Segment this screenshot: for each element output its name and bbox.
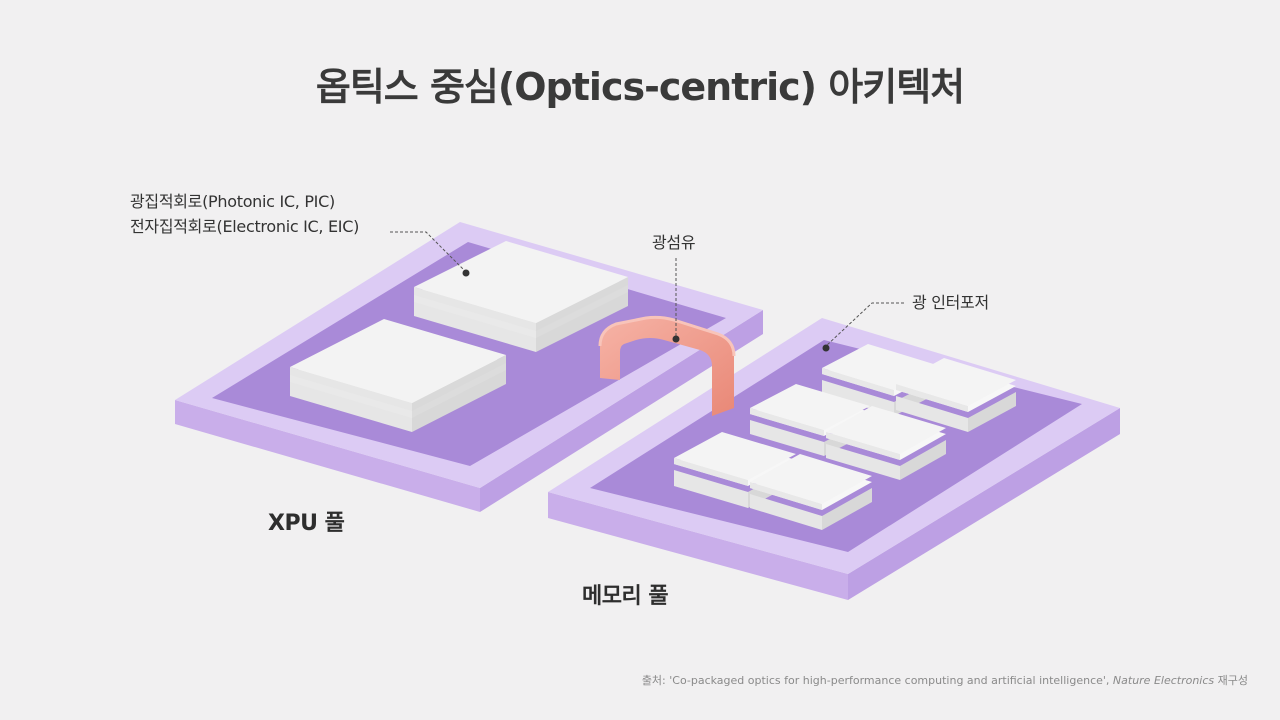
memory-board-right-side: [848, 408, 1120, 600]
memory-pool-board: [548, 318, 1120, 600]
xpu-board-right-side: [480, 310, 763, 512]
memory-chip: [826, 406, 946, 480]
pic-label: 광집적회로(Photonic IC, PIC): [130, 192, 335, 211]
memory-chip: [896, 358, 1016, 432]
eic-label: 전자집적회로(Electronic IC, EIC): [130, 217, 360, 236]
source-prefix: 출처: 'Co-packaged optics for high-perform…: [641, 674, 1113, 687]
xpu-pool-board: [175, 222, 763, 512]
leader-lines: [390, 231, 904, 352]
memory-chip: [674, 432, 796, 508]
memory-pool-label: 메모리 풀: [582, 584, 669, 609]
pic-eic-leader-dot: [462, 269, 470, 277]
fiber-leader-dot: [672, 335, 680, 343]
interposer-leader-line: [825, 302, 904, 347]
pic-eic-leader-line: [390, 231, 467, 273]
interposer-leader-dot: [822, 344, 830, 352]
source-suffix: 재구성: [1214, 674, 1248, 687]
page-title: 옵틱스 중심(Optics-centric) 아키텍처: [315, 65, 965, 109]
fiber-label: 광섬유: [652, 233, 696, 252]
memory-board-front-side: [548, 492, 848, 600]
interposer-label: 광 인터포저: [912, 293, 989, 312]
xpu-board-front-side: [175, 400, 480, 512]
source-journal: Nature Electronics: [1112, 674, 1215, 687]
eic-chip: [414, 241, 628, 352]
source-caption: 출처: 'Co-packaged optics for high-perform…: [642, 672, 1248, 688]
optical-fiber: [598, 315, 736, 416]
xpu-pool-label: XPU 풀: [268, 511, 345, 536]
memory-chip: [750, 454, 872, 530]
pic-chip: [290, 319, 506, 432]
